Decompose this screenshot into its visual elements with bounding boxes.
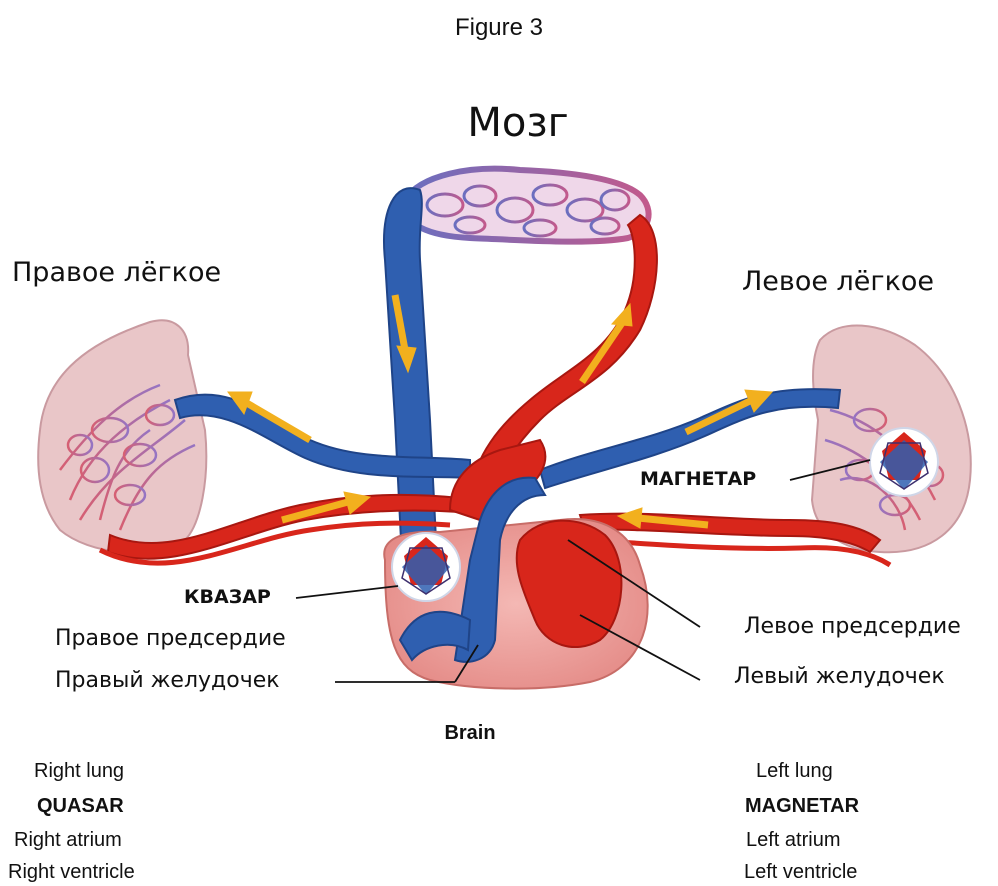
label-en-right-lung: Right lung [34,760,124,783]
label-en-right-atrium: Right atrium [14,829,122,852]
label-en-left-lung: Left lung [756,760,833,783]
label-ru-right-lung: Правое лёгкое [12,257,221,288]
label-en-left-ventricle: Left ventricle [744,861,857,884]
quasar-badge [392,533,460,601]
brain-capillaries [404,169,648,242]
label-en-quasar: QUASAR [37,795,124,818]
label-ru-right-atrium: Правое предсердие [55,626,286,651]
right-lung [38,320,206,552]
label-en-brain: Brain [0,722,940,745]
label-ru-left-atrium: Левое предсердие [744,614,961,639]
label-ru-magnetar: МАГНЕТАР [640,468,756,490]
label-en-right-ventricle: Right ventricle [8,861,135,884]
label-en-magnetar: MAGNETAR [745,795,859,818]
magnetar-badge [870,428,938,496]
label-ru-left-lung: Левое лёгкое [742,266,934,297]
label-ru-right-ventricle: Правый желудочек [55,668,280,693]
label-en-left-atrium: Left atrium [746,829,840,852]
label-ru-left-ventricle: Левый желудочек [734,664,945,689]
label-ru-brain: Мозг [0,100,998,146]
leader-quasar [296,586,398,598]
label-ru-quasar: КВАЗАР [184,586,271,608]
